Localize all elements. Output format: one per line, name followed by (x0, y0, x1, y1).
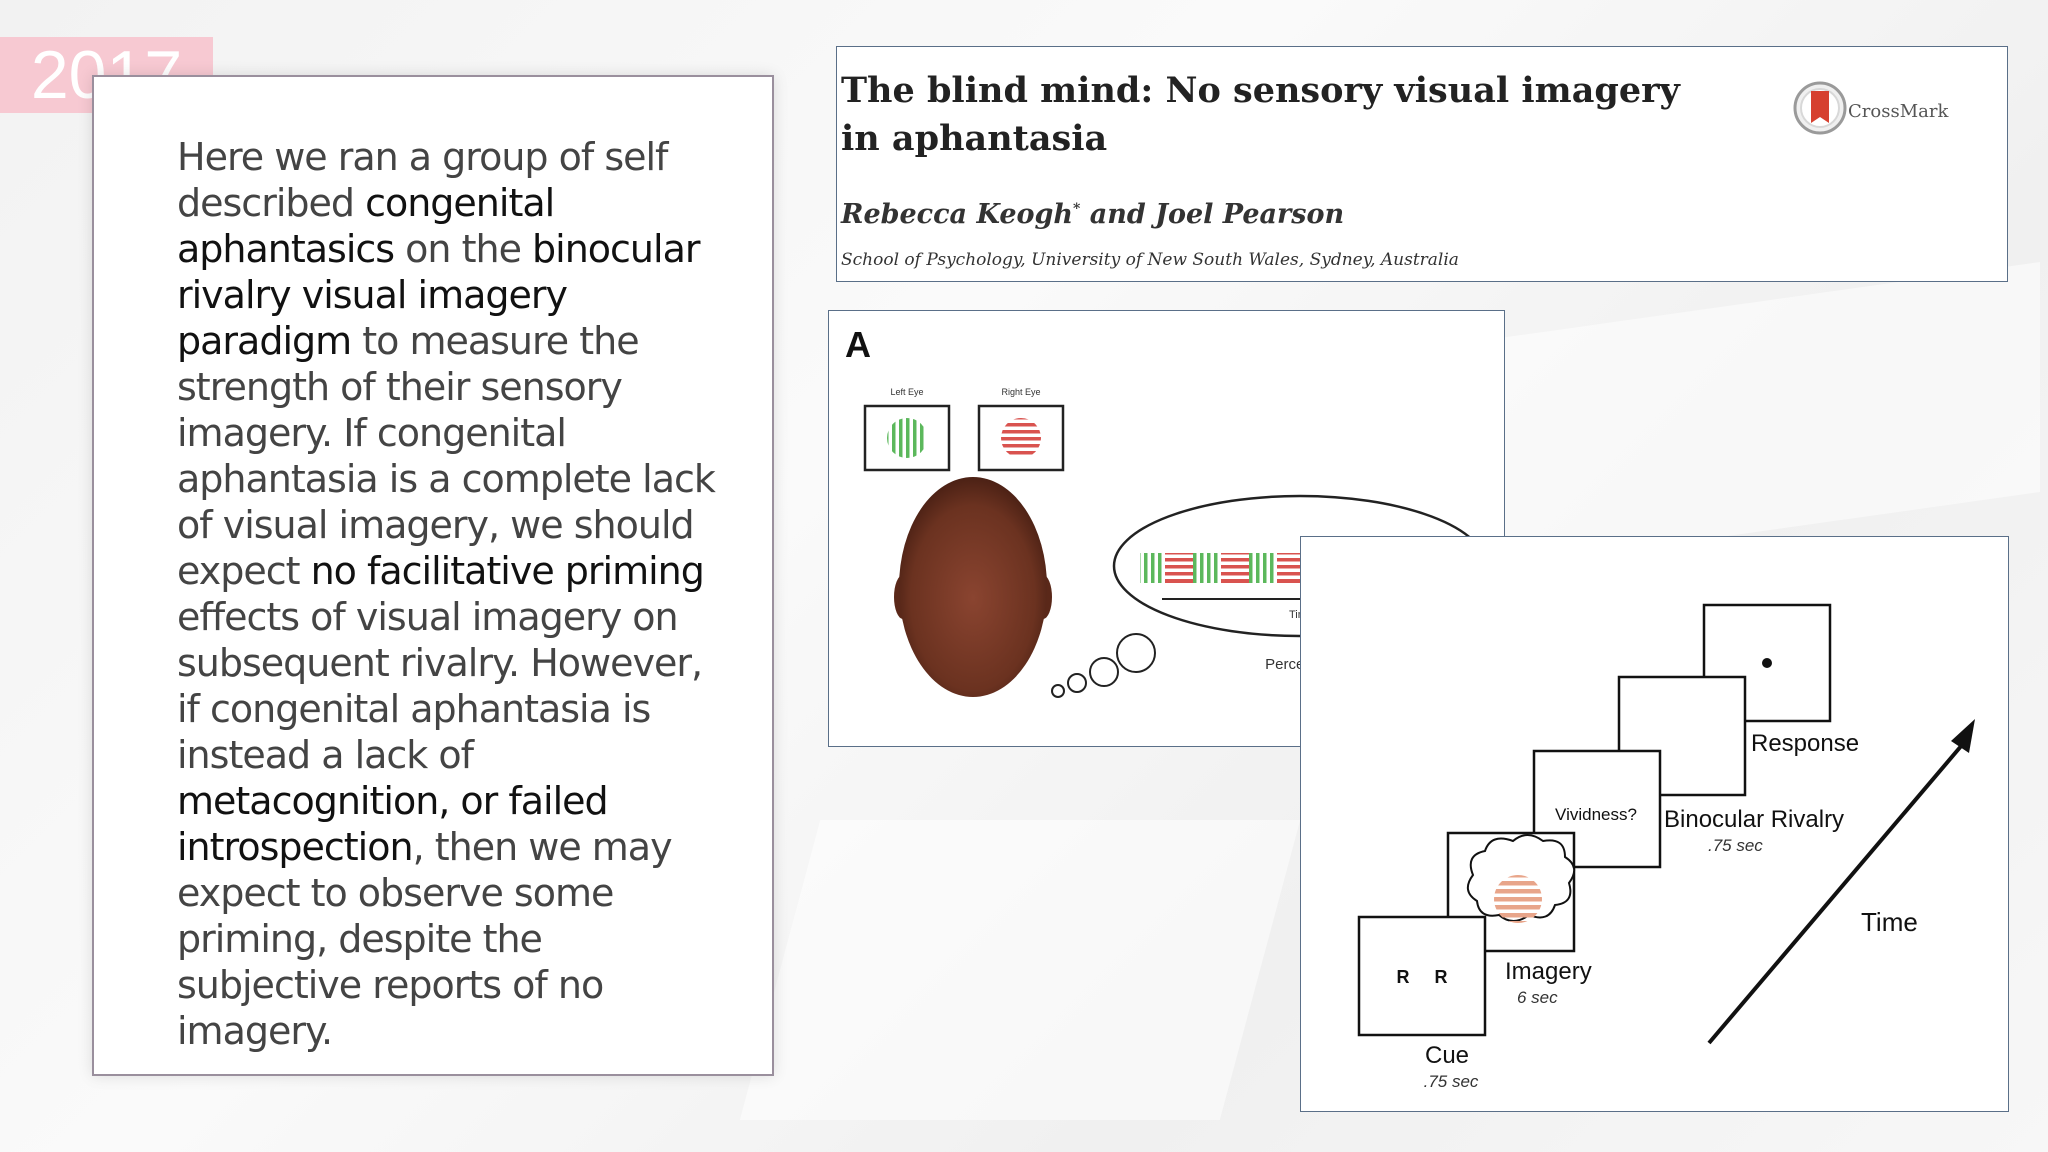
thought-bubble-4 (1116, 633, 1156, 673)
author-rest: and Joel Pearson (1080, 199, 1345, 230)
body-emphasis: no facilitative priming (310, 549, 705, 593)
fixation-dot (1762, 658, 1772, 668)
time-axis-arrowhead (1951, 719, 1975, 753)
paper-header: The blind mind: No sensory visual imager… (836, 46, 2008, 282)
paper-affiliation: School of Psychology, University of New … (841, 250, 1459, 270)
thought-bubble-2 (1067, 673, 1087, 693)
figure-b-drawing: Vividness? R R Response Binocular Rivalr… (1357, 603, 1975, 1091)
vividness-label: Vividness? (1555, 805, 1637, 824)
body-text: Here we ran a group of self described co… (177, 134, 717, 1054)
red-grating-icon (1001, 418, 1041, 458)
text-panel: Here we ran a group of self described co… (92, 75, 774, 1076)
figure-b: Vividness? R R Response Binocular Rivalr… (1300, 536, 2009, 1112)
right-eye-label: Right Eye (1001, 387, 1040, 397)
head-icon (899, 477, 1047, 697)
body-emphasis: congenital aphantasics (177, 181, 555, 271)
response-label: Response (1751, 730, 1859, 757)
time-axis-line (1707, 743, 1964, 1045)
left-eye-label: Left Eye (890, 387, 923, 397)
author-mark: * (1073, 201, 1081, 217)
paper-title: The blind mind: No sensory visual imager… (841, 70, 1680, 159)
green-grating-icon (887, 418, 927, 458)
crossmark-icon[interactable] (1789, 79, 1939, 139)
body-segment: to measure the strength of their sensory… (177, 319, 716, 593)
body-emphasis: binocular rivalry visual imagery paradig… (177, 227, 700, 363)
body-segment: , then we may expect to observe some pri… (177, 825, 673, 1053)
body-segment: Here we ran a group of self described (177, 135, 668, 225)
time-axis-label: Time (1861, 907, 1918, 937)
body-segment: on the (394, 227, 533, 271)
imagery-grating-icon (1494, 875, 1542, 923)
crossmark-label: CrossMark (1848, 101, 1949, 122)
cue-time: .75 sec (1424, 1072, 1479, 1091)
rivalry-time: .75 sec (1708, 836, 1763, 855)
thought-bubble-3 (1089, 657, 1119, 687)
author-name: Rebecca Keogh (841, 199, 1074, 230)
rivalry-label: Binocular Rivalry (1664, 806, 1844, 833)
body-segment: effects of visual imagery on subsequent … (177, 595, 703, 777)
cue-label: Cue (1425, 1042, 1469, 1069)
cue-letters: R R (1396, 967, 1447, 987)
body-emphasis: metacognition, or failed introspection (177, 779, 609, 869)
imagery-label: Imagery (1505, 958, 1592, 985)
panel-label-a: A (845, 324, 871, 365)
cue-frame (1357, 915, 1487, 1037)
thought-bubble-1 (1051, 684, 1065, 698)
imagery-time: 6 sec (1517, 988, 1558, 1007)
right-eye-frame (977, 404, 1065, 472)
paper-authors: Rebecca Keogh* and Joel Pearson (841, 199, 1344, 230)
